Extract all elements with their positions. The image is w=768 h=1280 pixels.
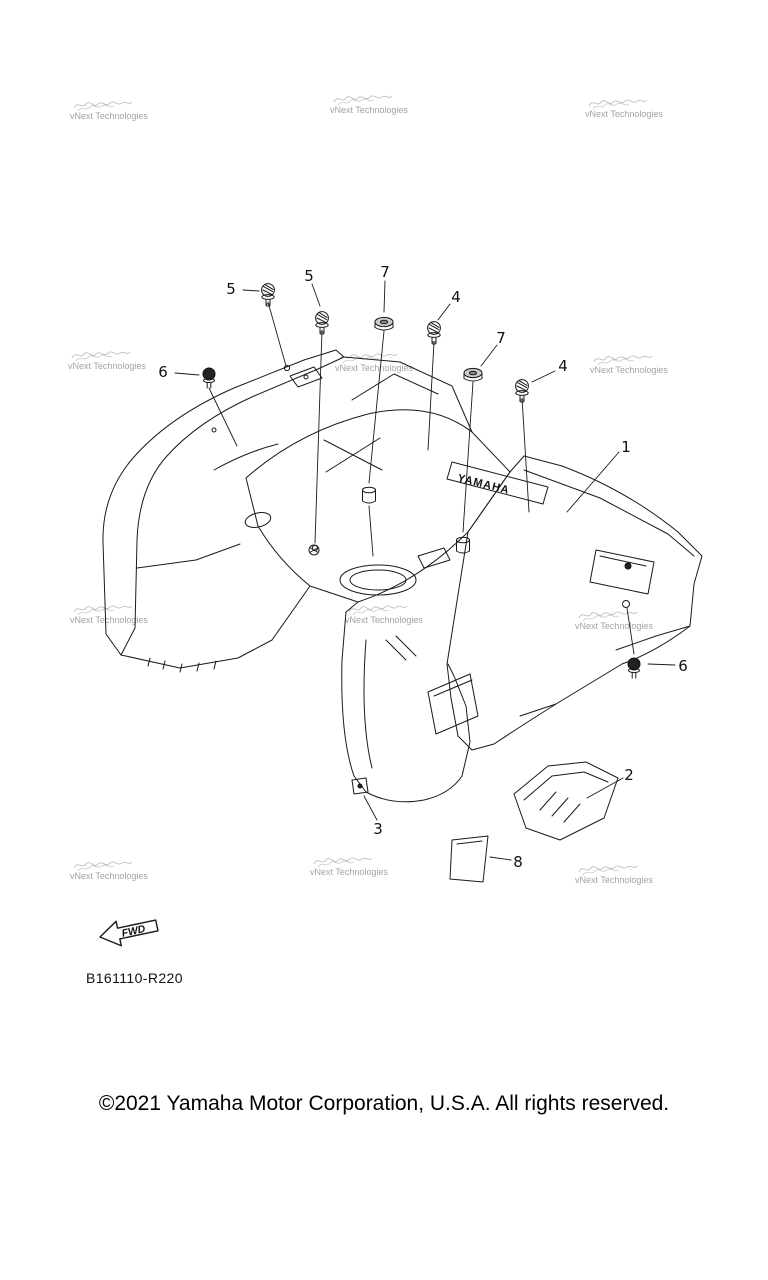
fender-lower-flap xyxy=(341,601,479,803)
mud-guard-part-2 xyxy=(513,761,619,841)
watermark-squiggle xyxy=(333,95,393,106)
grommet-7-right-icon xyxy=(463,367,483,382)
leader-lines xyxy=(174,280,676,861)
watermark-text: vNext Technologies xyxy=(335,363,413,373)
callout-4-right: 4 xyxy=(558,357,568,375)
watermark-text: vNext Technologies xyxy=(585,109,663,119)
watermark: vNext Technologies xyxy=(345,602,423,625)
brand-label: YAMAHA xyxy=(456,472,511,497)
callout-3: 3 xyxy=(373,820,383,838)
clip-part-3 xyxy=(351,777,369,795)
watermark: vNext Technologies xyxy=(70,98,148,121)
watermark-text: vNext Technologies xyxy=(345,615,423,625)
fwd-arrow: FWD xyxy=(99,919,159,947)
fwd-label: FWD xyxy=(121,923,147,940)
watermark-squiggle xyxy=(73,101,133,112)
watermark-squiggle xyxy=(578,865,638,876)
callout-5-mid: 5 xyxy=(304,267,314,285)
watermark: vNext Technologies xyxy=(68,348,146,371)
callout-8: 8 xyxy=(513,853,523,871)
callout-6-right: 6 xyxy=(678,657,688,675)
watermark-squiggle xyxy=(313,857,373,868)
bolt-4-left-icon xyxy=(427,321,441,345)
part-code: B161110-R220 xyxy=(86,970,183,986)
watermark-text: vNext Technologies xyxy=(70,615,148,625)
copyright-text: ©2021 Yamaha Motor Corporation, U.S.A. A… xyxy=(98,1092,670,1115)
watermark-squiggle xyxy=(71,351,131,362)
fasteners xyxy=(202,283,641,679)
callout-1: 1 xyxy=(621,438,631,456)
watermark-text: vNext Technologies xyxy=(575,621,653,631)
fender-right-panel xyxy=(446,455,703,751)
callout-7-right: 7 xyxy=(496,329,506,347)
watermark: vNext Technologies xyxy=(70,602,148,625)
fender-left-section xyxy=(102,349,345,673)
label-part-8 xyxy=(449,835,489,883)
spacer-left-icon xyxy=(362,486,376,504)
watermark-squiggle xyxy=(593,355,653,366)
seated-bolt-icon xyxy=(308,544,320,556)
watermark-text: vNext Technologies xyxy=(575,875,653,885)
callout-7-left: 7 xyxy=(380,263,390,281)
spacer-right-icon xyxy=(456,536,470,554)
watermark-squiggle xyxy=(73,605,133,616)
watermark-squiggle xyxy=(348,605,408,616)
watermark: vNext Technologies xyxy=(330,92,408,115)
callout-2: 2 xyxy=(624,766,634,784)
callout-5-left: 5 xyxy=(226,280,236,298)
watermark: vNext Technologies xyxy=(590,352,668,375)
watermark-squiggle xyxy=(73,861,133,872)
watermark-squiggle xyxy=(588,99,648,110)
callout-6-left: 6 xyxy=(158,363,168,381)
watermark: vNext Technologies xyxy=(575,862,653,885)
watermark-text: vNext Technologies xyxy=(70,871,148,881)
watermark-text: vNext Technologies xyxy=(310,867,388,877)
watermark-text: vNext Technologies xyxy=(68,361,146,371)
grommet-7-left-icon xyxy=(374,316,394,331)
watermark-text: vNext Technologies xyxy=(70,111,148,121)
watermark: vNext Technologies xyxy=(70,858,148,881)
watermark: vNext Technologies xyxy=(310,854,388,877)
watermark: vNext Technologies xyxy=(585,96,663,119)
brand-band: YAMAHA xyxy=(446,461,549,505)
bolt-6-right-icon xyxy=(627,657,641,679)
watermark-text: vNext Technologies xyxy=(590,365,668,375)
bolt-6-left-icon xyxy=(202,367,216,389)
watermark-text: vNext Technologies xyxy=(330,105,408,115)
callout-4-left: 4 xyxy=(451,288,461,306)
